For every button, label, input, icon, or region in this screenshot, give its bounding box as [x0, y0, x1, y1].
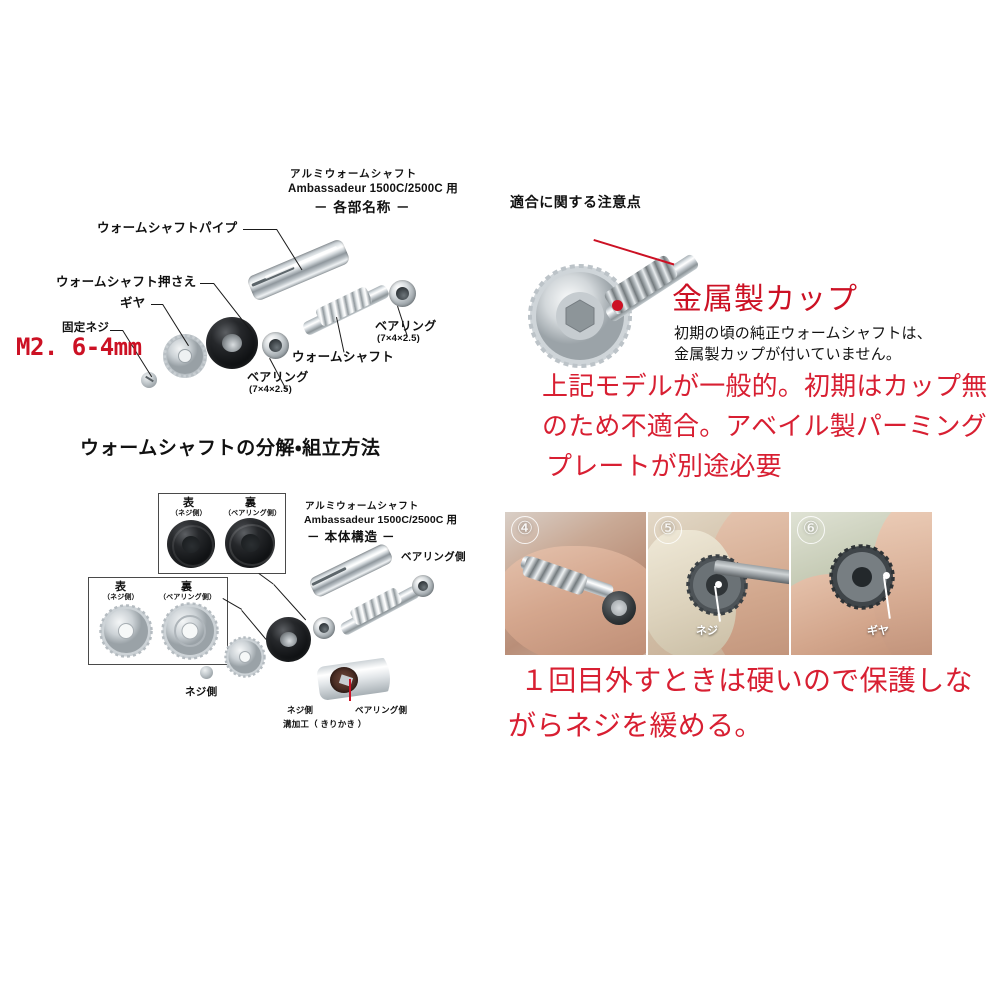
callout-metal-cup: 金属製カップ [672, 283, 858, 316]
label-fixing-screw: 固定ネジ [62, 322, 110, 334]
metal-cup-marker-dot [612, 300, 623, 311]
top-title-line2: Ambassadeur 1500C/2500C 用 [288, 183, 458, 195]
leader-wormshaft [336, 317, 345, 353]
gear-back-main: 裏 [181, 581, 193, 593]
label-bearing-right-line2: (7×4×2.5) [377, 333, 420, 344]
photo-gear [528, 264, 633, 369]
label-bearing-side: ベアリング側 [401, 551, 466, 563]
bearing-right-graphic [389, 280, 416, 307]
label-worm-shaft-retainer: ウォームシャフト押さえ [56, 275, 197, 289]
label-bearing-right-line1: ベアリング [375, 319, 437, 333]
label-screw-spec: M2. 6-4mm [16, 333, 142, 361]
photo4-gear-hub [611, 600, 627, 616]
bottom-pipe-graphic [307, 542, 395, 599]
note-line2: 金属製カップが付いていません。 [674, 346, 902, 363]
right-panel-heading: 適合に関する注意点 [510, 194, 642, 210]
top-title-line3: － 各部名称 － [314, 200, 411, 215]
worm-shaft-thread [314, 285, 374, 328]
photo-step-6-number: ⑥ [797, 516, 825, 544]
label-bearing-left-line1: ベアリング [247, 370, 309, 384]
label-bearing-left-line2: (7×4×2.5) [249, 384, 292, 395]
photo-strip-caption-line1: １回目外すときは硬いので保護しな [520, 665, 973, 696]
photo5-label-dot [715, 581, 722, 588]
bottom-title-line2: Ambassadeur 1500C/2500C 用 [304, 514, 458, 526]
top-title-line1: アルミウォームシャフト [290, 168, 418, 180]
photo-strip-caption-line2: がらネジを緩める。 [508, 710, 763, 741]
photo-step-6: ギヤ ⑥ [791, 512, 932, 655]
gear-front-sub: （ネジ側） [103, 594, 139, 601]
retainer-compare-box: 表 （ネジ側） 裏 （ベアリング側） [158, 493, 286, 574]
bottom-bearing-left-graphic [313, 617, 335, 639]
warning-line2: のため不適合。アベイル製パーミング [542, 411, 987, 441]
bottom-title-line1: アルミウォームシャフト [305, 501, 420, 512]
photo-strip: ④ ネジ ⑤ [505, 512, 932, 655]
retainer-back-main: 裏 [245, 497, 257, 509]
bottom-retainer-graphic [266, 617, 311, 662]
label-screw-side: ネジ側 [185, 686, 218, 698]
leader-screw [110, 330, 123, 331]
retainer-back-sub: （ベアリング側） [224, 510, 282, 517]
note-line1: 初期の頃の純正ウォームシャフトは、 [674, 325, 932, 342]
leader-pipe [243, 229, 277, 230]
gear-graphic [161, 332, 209, 380]
retainer-disc-graphic [206, 317, 258, 369]
retainer-front-sub: （ネジ側） [171, 510, 207, 517]
warning-line1: 上記モデルが一般的。初期はカップ無 [542, 371, 988, 401]
gear-front-graphic [99, 604, 153, 658]
detail-groove-pointer [349, 679, 351, 701]
leader-retainer-box-2 [273, 584, 307, 621]
magnified-detail-circle [312, 640, 390, 718]
top-exploded-diagram: アルミウォームシャフト Ambassadeur 1500C/2500C 用 － … [0, 160, 500, 410]
bottom-gear-graphic [224, 636, 266, 678]
gear-back-sub: （ベアリング側） [159, 594, 217, 601]
gear-front-main: 表 [115, 581, 127, 593]
photo-step-5-label: ネジ [696, 625, 718, 637]
retainer-front-main: 表 [183, 497, 195, 509]
bottom-title-line3: － 本体構造 － [307, 530, 396, 544]
label-gear: ギヤ [120, 296, 146, 310]
retainer-front-graphic [167, 520, 215, 568]
photo-step-4-number: ④ [511, 516, 539, 544]
section-title-disassembly: ウォームシャフトの分解・組立方法 [80, 438, 381, 459]
bottom-structure-diagram: アルミウォームシャフト Ambassadeur 1500C/2500C 用 － … [60, 480, 510, 750]
leader-retainer-box [258, 573, 274, 585]
label-detail-groove: 溝加工（ きりかき ） [283, 719, 367, 729]
leader-gear [151, 304, 163, 305]
photo6-label-dot [883, 572, 890, 579]
gear-back-graphic [161, 602, 219, 660]
photo-step-5: ネジ ⑤ [648, 512, 789, 655]
worm-shaft-photo [528, 252, 718, 373]
photo-step-4: ④ [505, 512, 646, 655]
label-detail-screw-side: ネジ側 [287, 705, 314, 715]
label-worm-shaft-pipe: ウォームシャフトパイプ [97, 221, 238, 235]
retainer-back-graphic [225, 518, 275, 568]
gear-compare-box: 表 （ネジ側） 裏 （ベアリング側） [88, 577, 228, 665]
label-worm-shaft: ウォームシャフト [292, 350, 395, 364]
photo-step-5-number: ⑤ [654, 516, 682, 544]
warning-line3: プレートが別途必要 [546, 451, 782, 481]
right-panel: 適合に関する注意点 金属製 [500, 190, 1005, 510]
bottom-screw-graphic [200, 666, 213, 679]
photo-step-6-label: ギヤ [867, 625, 889, 637]
label-detail-bearing-side: ベアリング側 [355, 705, 408, 715]
bearing-left-graphic [262, 332, 289, 359]
leader-retainer [200, 283, 214, 284]
photo6-gear [829, 544, 895, 610]
bottom-bearing-right-graphic [412, 575, 434, 597]
